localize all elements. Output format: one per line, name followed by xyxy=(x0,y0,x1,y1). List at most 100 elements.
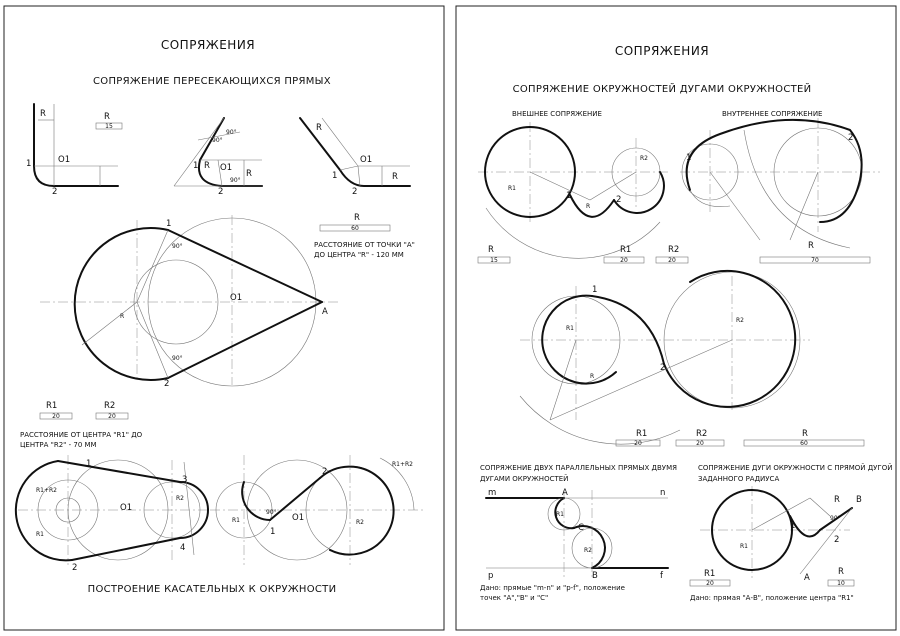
drawing-label: 3 xyxy=(182,475,187,485)
drawing-label: 2 xyxy=(164,379,169,389)
drawing-label: 70 xyxy=(811,257,819,264)
drawing-label: ДО ЦЕНТРА "R" - 120 ММ xyxy=(314,251,404,259)
drawing-label: 1 xyxy=(86,459,91,469)
drawing-label: 20 xyxy=(706,580,714,587)
drawing-label: R xyxy=(834,495,840,505)
drawing-label: R xyxy=(392,172,398,182)
drawing-label: R xyxy=(802,429,808,439)
drawing-label: R1 xyxy=(636,429,647,439)
drawing-label: 1 xyxy=(193,161,198,171)
drawing-label: 20 xyxy=(634,440,642,447)
drawing-label: 1 xyxy=(592,285,597,295)
label-1: 1 xyxy=(26,159,31,169)
drawing-label: 2 xyxy=(352,187,357,197)
drawing-label: R xyxy=(316,123,322,133)
drawing-label: 2 xyxy=(616,195,621,205)
drawing-label: 2 xyxy=(834,535,839,545)
drawing-label: 90° xyxy=(226,129,237,136)
drawing-label: 15 xyxy=(490,257,498,264)
drawing-label: точек "A","B" и "C" xyxy=(480,594,548,602)
drawing-label: 90° xyxy=(172,355,183,362)
drawing-label: R1+R2 xyxy=(392,461,413,468)
drawing-label: 1 xyxy=(686,153,691,163)
label-R: R xyxy=(40,109,46,119)
drawing-label: R xyxy=(354,213,360,223)
fig-tangent-from-point-A: 1 2 A O1 R 90° 90° R 60 РАССТОЯНИЕ ОТ ТО… xyxy=(40,213,415,389)
section-circle-arcs: СОПРЯЖЕНИЕ ОКРУЖНОСТЕЙ ДУГАМИ ОКРУЖНОСТЕ… xyxy=(513,82,812,95)
drawing-label: 20 xyxy=(668,257,676,264)
drawing-label: 2 xyxy=(322,467,327,477)
drawing-label: O1 xyxy=(230,293,242,303)
drawing-label: R2 xyxy=(668,245,679,255)
drawing-label: R1+R2 xyxy=(36,487,57,494)
drawing-label: n xyxy=(660,488,665,498)
drawing-label: R2 xyxy=(640,155,648,162)
drawing-label: СОПРЯЖЕНИЕ ДУГИ ОКРУЖНОСТИ С ПРЯМОЙ ДУГО… xyxy=(698,463,892,472)
fig-obtuse-angle-fillet: R O1 1 2 R xyxy=(299,117,411,197)
drawing-label: Дано: прямая "А-В", положение центра "R1… xyxy=(690,594,854,602)
fig-acute-angle-fillet: 90° 90° 90° R O1 1 2 R xyxy=(173,117,263,197)
drawing-label: R xyxy=(488,245,494,255)
drawing-label: R1 xyxy=(556,511,564,518)
drawing-label: ЦЕНТРА "R2" - 70 ММ xyxy=(20,441,97,449)
drawing-label: R xyxy=(246,169,252,179)
drawing-label: 20 xyxy=(52,413,60,420)
drawing-label: 20 xyxy=(620,257,628,264)
drawing-label: R1 xyxy=(566,325,574,332)
drawing-label: R xyxy=(120,313,124,320)
fig-external-tangency: 1 2 R1 R2 R R 15 R1 20 R2 20 xyxy=(477,122,689,264)
drawing-label: O1 xyxy=(292,513,304,523)
drawing-label: 20 xyxy=(696,440,704,447)
drawing-label: 4 xyxy=(180,543,185,553)
drawing-label: R2 xyxy=(104,401,115,411)
drawing-label: 10 xyxy=(837,580,845,587)
drawing-label: 20 xyxy=(108,413,116,420)
fig-combined-tangency: 1 2 R1 R2 R R1 20 R2 20 R 60 xyxy=(519,269,865,447)
drawing-label: R xyxy=(590,373,594,380)
drawing-label: O1 xyxy=(220,163,232,173)
drawing-label: 1 xyxy=(166,219,171,229)
drawing-label: A xyxy=(804,573,810,583)
drawing-label: B xyxy=(856,495,862,505)
drawing-label: R xyxy=(204,161,210,171)
drawing-label: 2 xyxy=(72,563,77,573)
drawing-label: 1 xyxy=(270,527,275,537)
section-tangents: ПОСТРОЕНИЕ КАСАТЕЛЬНЫХ К ОКРУЖНОСТИ xyxy=(88,584,337,595)
drawing-label: R1 xyxy=(232,517,240,524)
drawing-label: p xyxy=(488,571,493,581)
drawing-label: 1 xyxy=(332,171,337,181)
scale-R-label: R xyxy=(104,112,110,122)
fig-belt-tangents: R1 20 R2 20 РАССТОЯНИЕ ОТ ЦЕНТРА "R1" ДО… xyxy=(14,401,210,573)
drawing-label: 60 xyxy=(351,225,359,232)
drawing-label: R1 xyxy=(620,245,631,255)
drawing-label: R2 xyxy=(736,317,744,324)
drawing-label: ЗАДАННОГО РАДИУСА xyxy=(698,475,779,483)
drawing-label: 2 xyxy=(848,133,853,143)
label-internal: ВНУТРЕННЕЕ СОПРЯЖЕНИЕ xyxy=(722,110,822,118)
drawing-label: R2 xyxy=(356,519,364,526)
right-sheet-frame xyxy=(455,5,897,631)
drawing-label: 60 xyxy=(800,440,808,447)
drawing-label: A xyxy=(562,488,568,498)
drawing-label: A xyxy=(322,307,328,317)
section-intersecting-lines: СОПРЯЖЕНИЕ ПЕРЕСЕКАЮЩИХСЯ ПРЯМЫХ xyxy=(93,76,331,87)
drawing-label: 2 xyxy=(218,187,223,197)
drawing-label: СОПРЯЖЕНИЕ ДВУХ ПАРАЛЛЕЛЬНЫХ ПРЯМЫХ ДВУМ… xyxy=(480,464,677,472)
drawing-label: f xyxy=(660,571,664,581)
drawing-label: 90° xyxy=(212,137,223,144)
label-O1: O1 xyxy=(58,155,70,165)
fig-parallel-lines: СОПРЯЖЕНИЕ ДВУХ ПАРАЛЛЕЛЬНЫХ ПРЯМЫХ ДВУМ… xyxy=(480,464,677,602)
drawing-label: R1 xyxy=(508,185,516,192)
drawing-label: R1 xyxy=(46,401,57,411)
drawing-label: 90° xyxy=(830,515,841,522)
drawing-label: m xyxy=(488,488,496,498)
left-sheet-frame xyxy=(3,5,445,631)
label-2: 2 xyxy=(52,187,57,197)
drawing-label: R2 xyxy=(584,547,592,554)
drawing-label: РАССТОЯНИЕ ОТ ТОЧКИ "А" xyxy=(314,241,415,249)
fig-right-angle-fillet: R 1 O1 2 R 15 xyxy=(26,103,123,197)
fig-arc-to-line: СОПРЯЖЕНИЕ ДУГИ ОКРУЖНОСТИ С ПРЯМОЙ ДУГО… xyxy=(689,463,892,602)
drawing-label: R xyxy=(808,241,814,251)
drawing-label: 1 xyxy=(790,521,795,531)
